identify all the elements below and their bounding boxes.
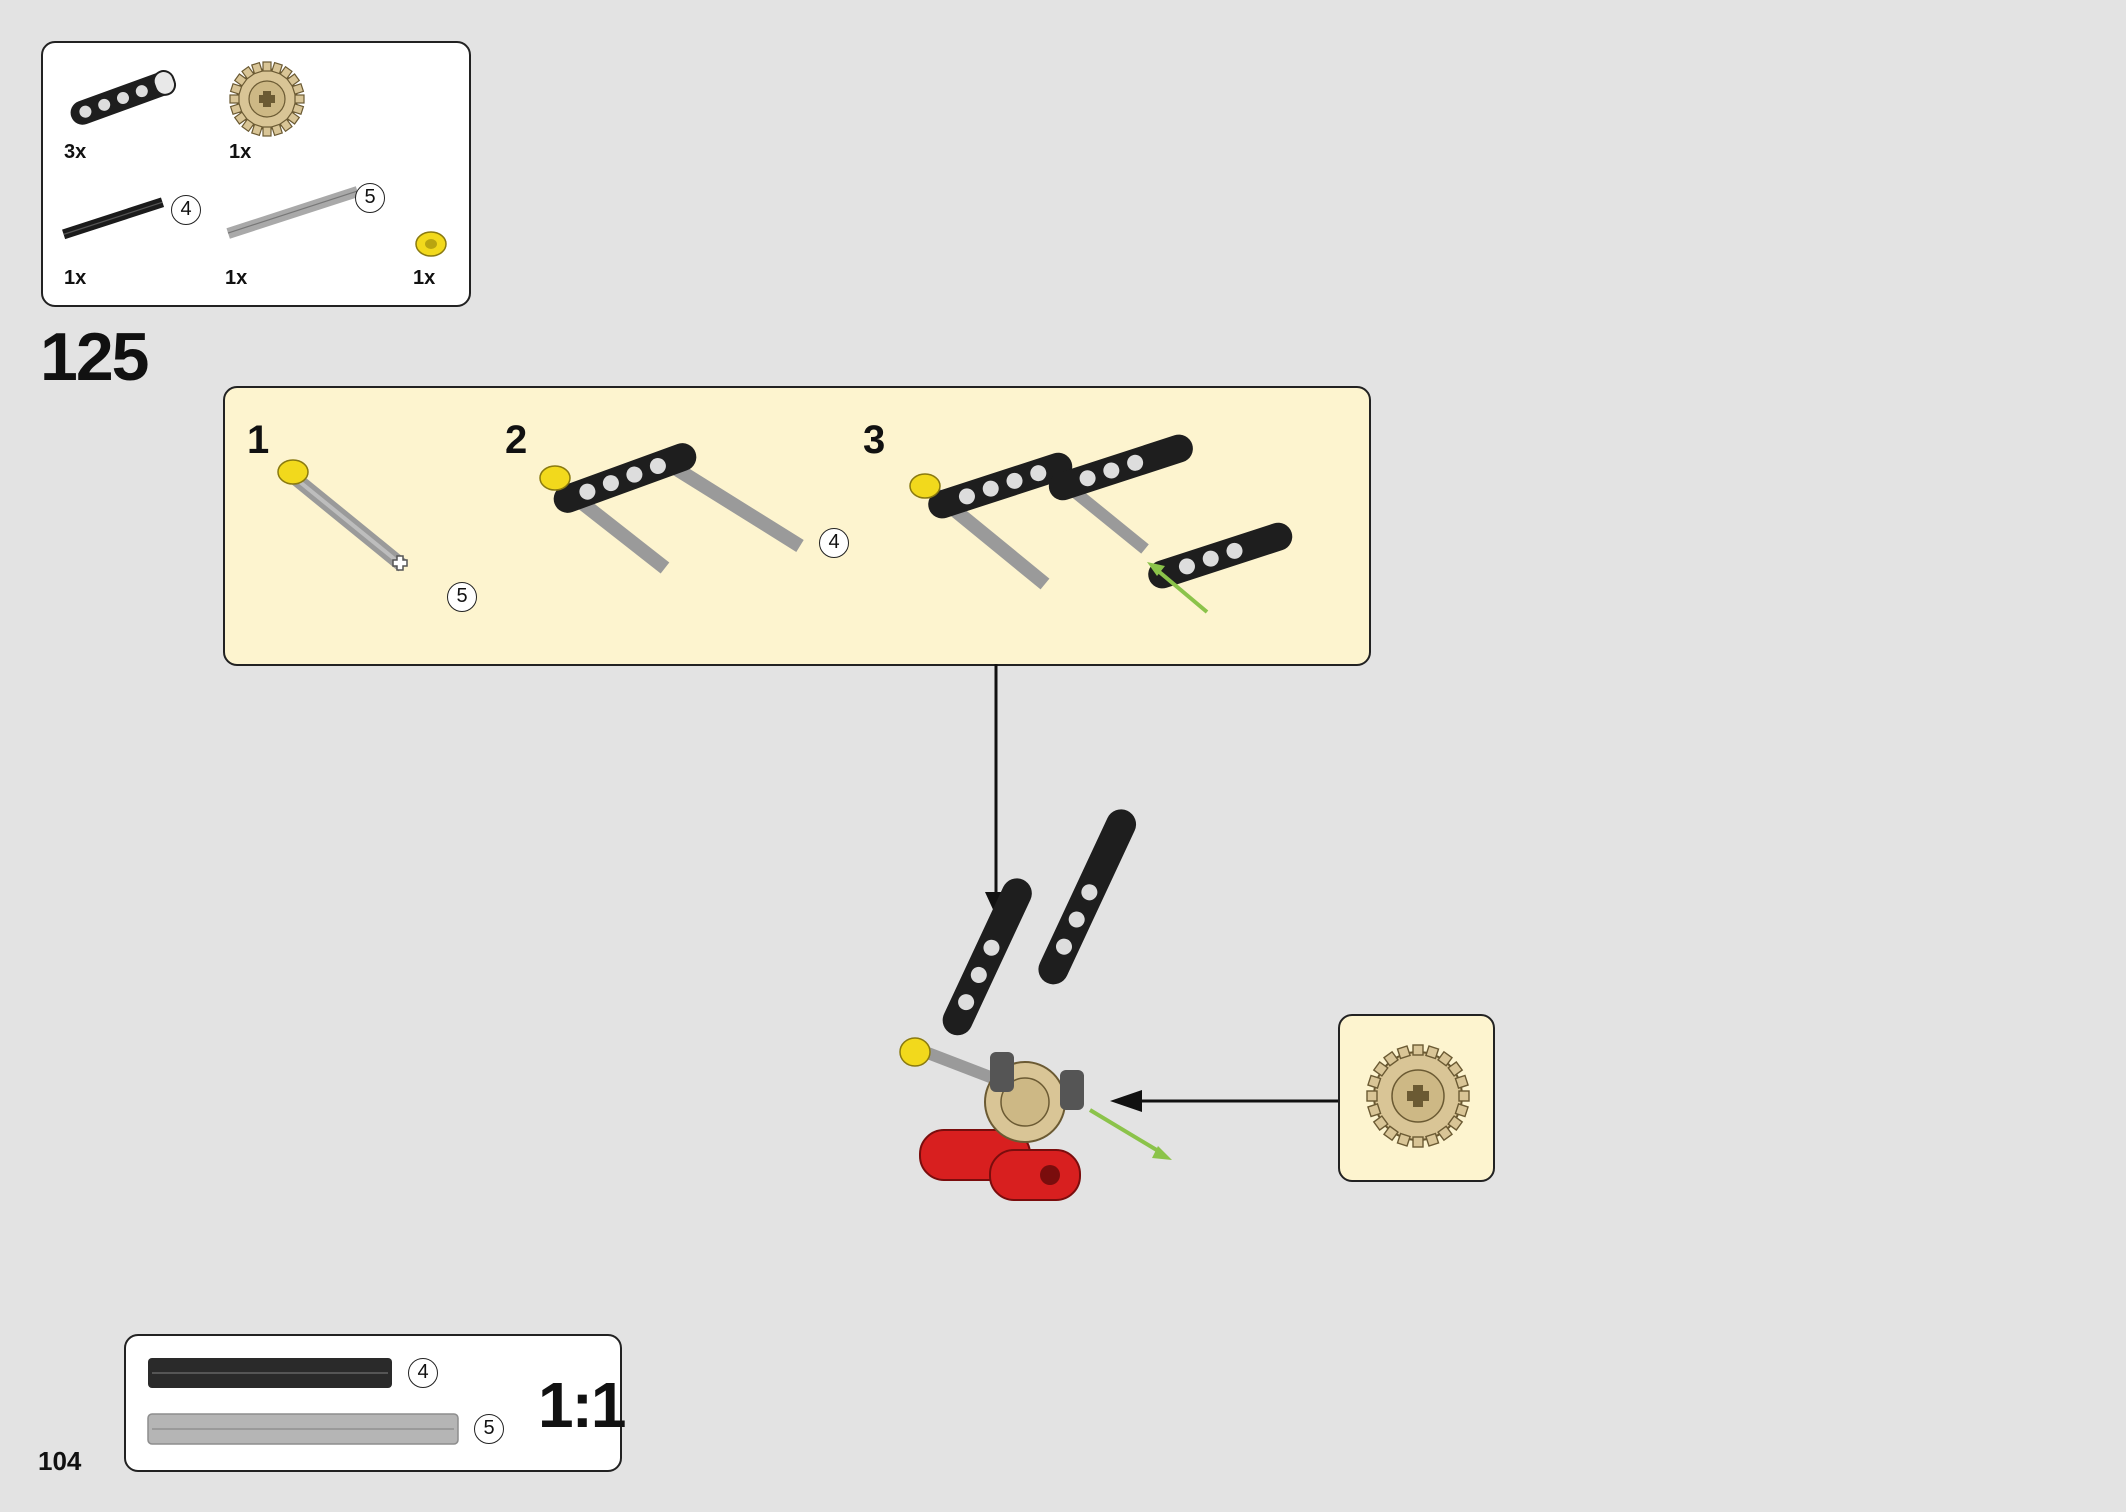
axle-length-badge: 4 [171, 195, 201, 225]
qty-black-axle: 1x [64, 267, 87, 289]
yellow-bush-icon [415, 231, 447, 257]
axle-length-badge: 5 [474, 1414, 504, 1444]
substep-number: 3 [863, 418, 886, 462]
gear-callout [1338, 1014, 1495, 1182]
gear-insert-arrow [1110, 1090, 1338, 1112]
substep-number: 1 [247, 418, 270, 462]
axle-length-badge: 5 [447, 582, 477, 612]
scale-label: 1:1 [538, 1369, 626, 1441]
qty-bush: 1x [413, 267, 436, 289]
substep-3-illustration [909, 434, 1293, 614]
page-number: 104 [38, 1446, 82, 1476]
substep-1-illustration [277, 459, 408, 572]
parts-list: 3x [41, 41, 471, 307]
gray-axle-icon [226, 186, 360, 239]
axle-ruler: 4 5 1:1 [124, 1334, 626, 1472]
black-axle-icon [62, 197, 165, 240]
qty-gray-axle: 1x [225, 267, 248, 289]
qty-gear: 1x [229, 141, 252, 163]
substep-number: 2 [505, 418, 528, 462]
tan-gear-icon [1366, 1044, 1470, 1148]
step-number: 125 [40, 319, 149, 395]
black-axle-ruler-icon [148, 1358, 392, 1388]
subassembly-panel: 1 2 3 5 4 [223, 386, 1371, 666]
substep-2-illustration [539, 443, 804, 574]
gray-axle-ruler-icon [147, 1413, 459, 1445]
black-liftarm-icon [70, 70, 177, 125]
axle-length-badge: 4 [819, 528, 849, 558]
axle-length-badge: 4 [408, 1358, 438, 1388]
axle-length-badge: 5 [355, 183, 385, 213]
main-assembly-illustration [899, 809, 1172, 1201]
tan-gear-icon [229, 61, 305, 137]
qty-liftarm: 3x [64, 141, 87, 163]
